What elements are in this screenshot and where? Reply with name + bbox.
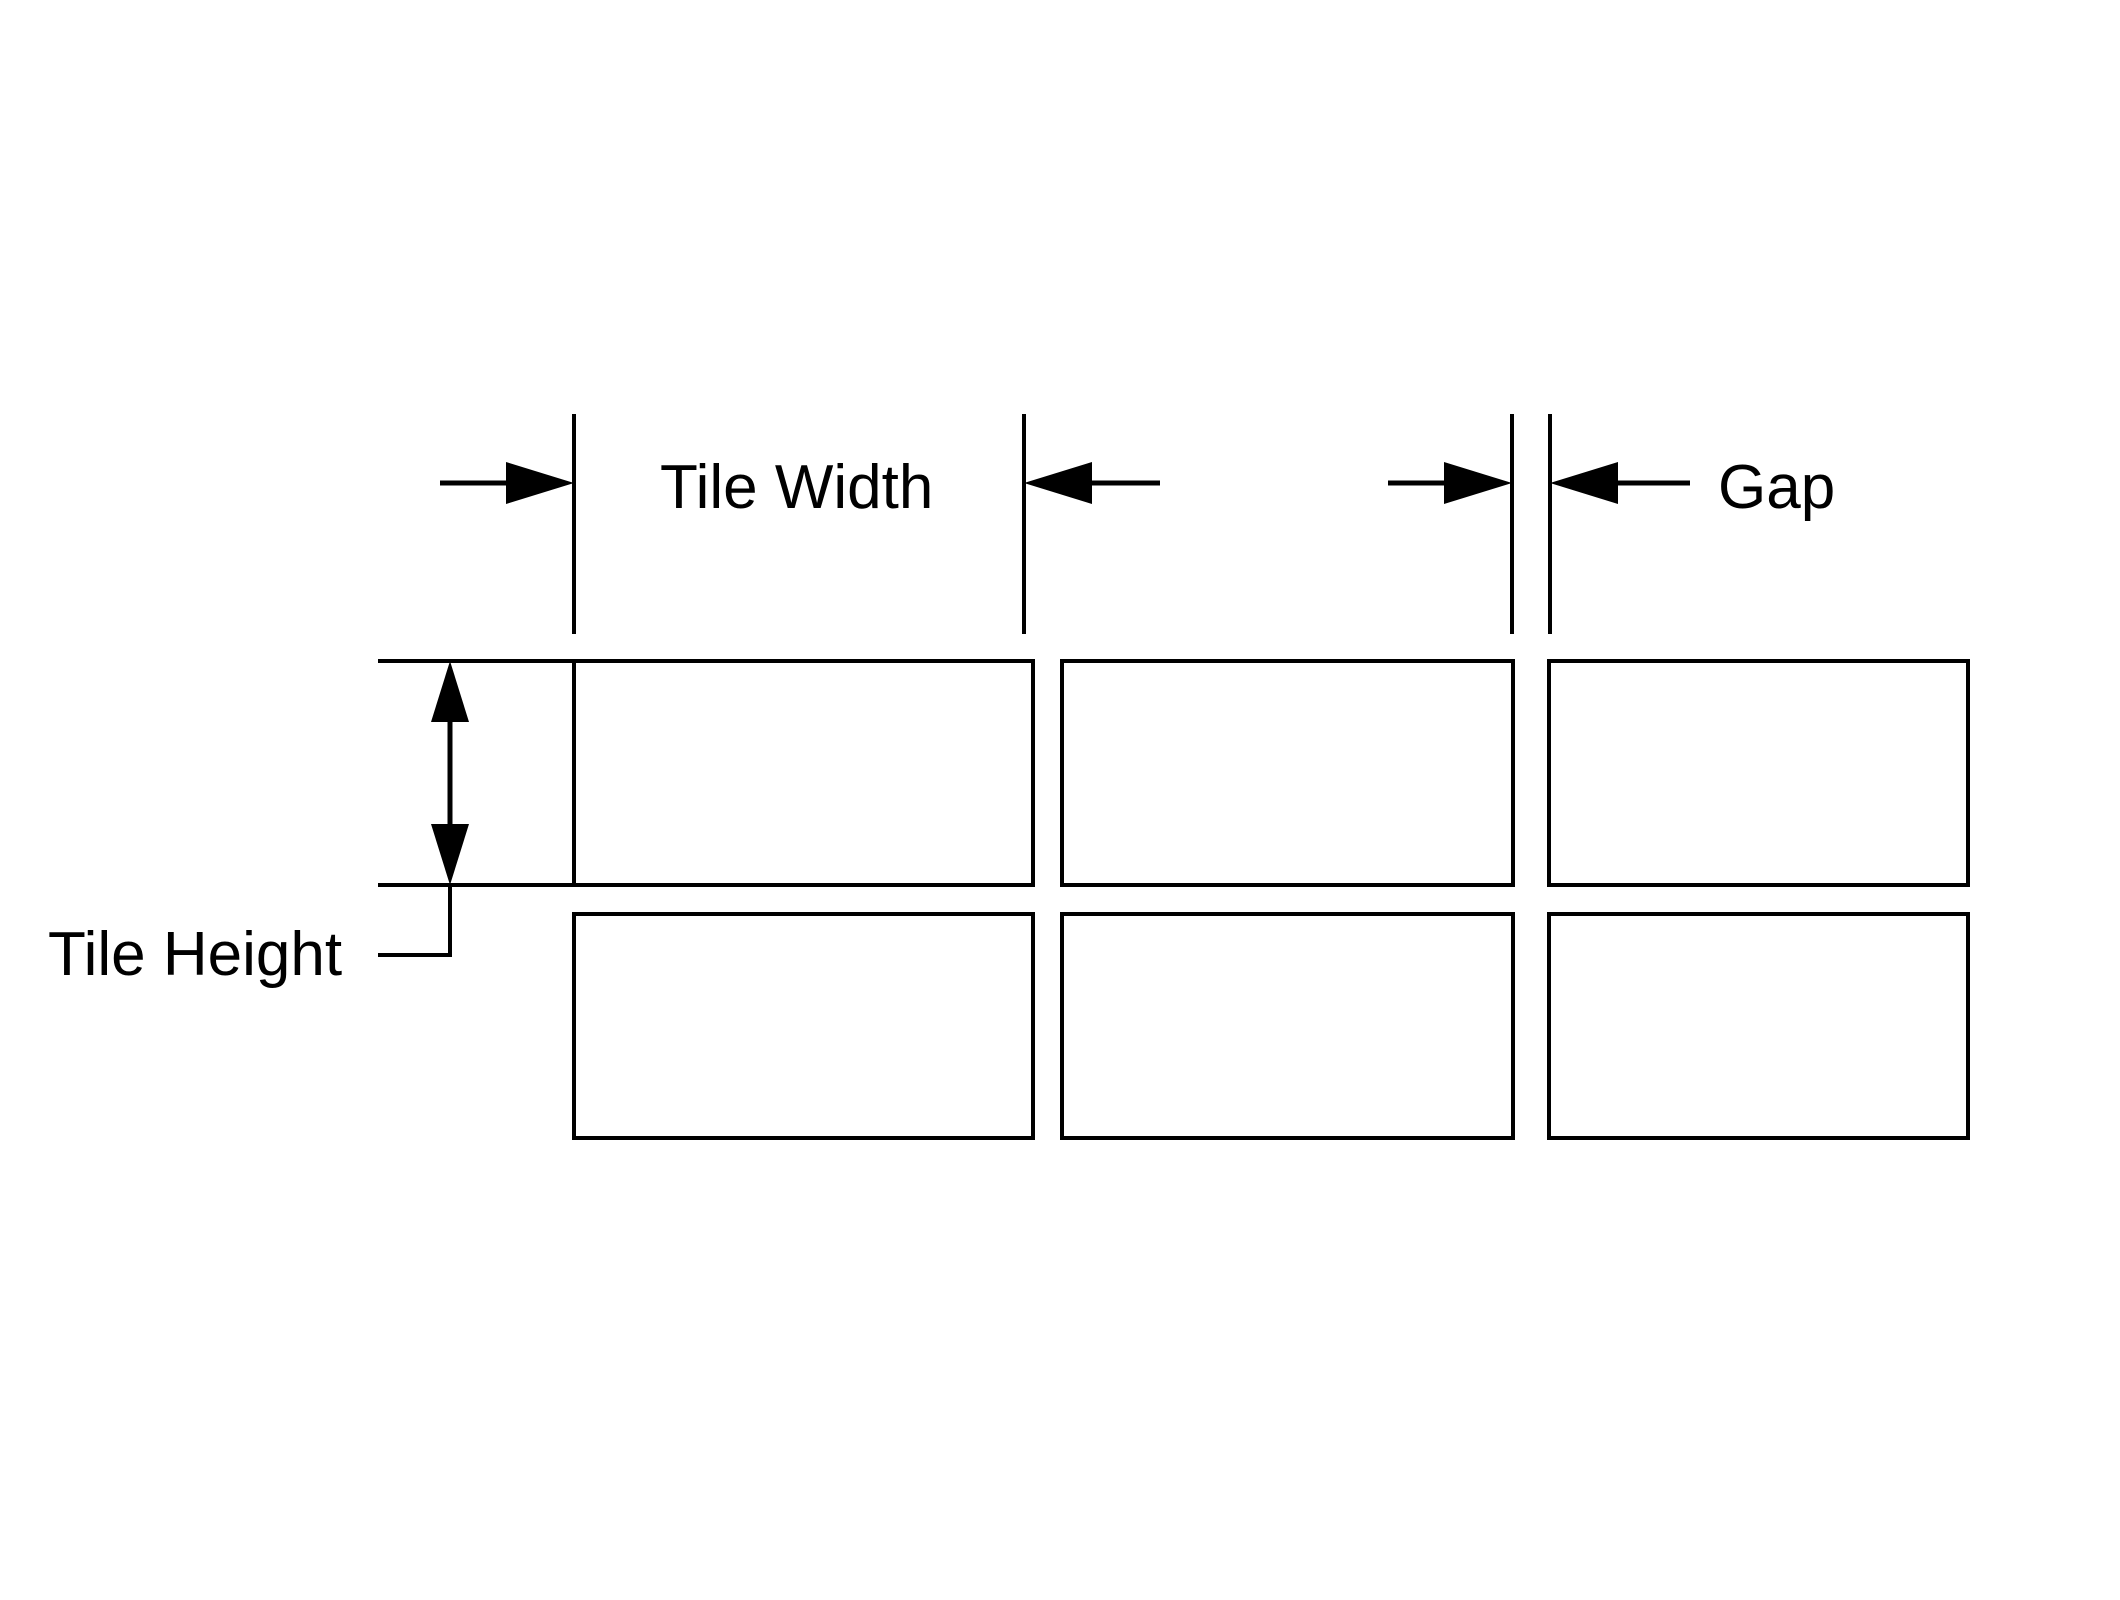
tile-height-label-leader xyxy=(378,885,452,957)
dimension-gap: Gap xyxy=(1388,453,1835,522)
tile-height-label: Tile Height xyxy=(48,920,342,989)
tile-height-down-arrowhead-icon xyxy=(431,824,469,885)
tile-row2-col3 xyxy=(1547,912,1970,1140)
dimension-tile-width: Tile Width xyxy=(440,453,1160,522)
tile-height-leader-line xyxy=(378,883,452,914)
extension-lines-group xyxy=(572,414,1552,634)
tile-row2-col1 xyxy=(572,912,1035,1140)
gap-label: Gap xyxy=(1718,453,1835,522)
dimension-tile-height: Tile Height xyxy=(48,659,574,989)
tile-row1-col3 xyxy=(1547,659,1970,887)
tile-grid-row-2 xyxy=(572,912,1970,1140)
tile-width-label: Tile Width xyxy=(660,453,933,522)
tile-row2-col2 xyxy=(1060,912,1515,1140)
tile-width-left-arrowhead-icon xyxy=(506,462,574,504)
tile-row1-col2 xyxy=(1060,659,1515,887)
gap-left-arrowhead-icon xyxy=(1444,462,1512,504)
gap-right-arrowhead-icon xyxy=(1550,462,1618,504)
tile-row1-col1 xyxy=(572,659,1035,887)
tile-height-up-arrowhead-icon xyxy=(431,661,469,722)
tile-width-right-arrowhead-icon xyxy=(1024,462,1092,504)
tile-grid-row-1 xyxy=(572,659,1970,887)
